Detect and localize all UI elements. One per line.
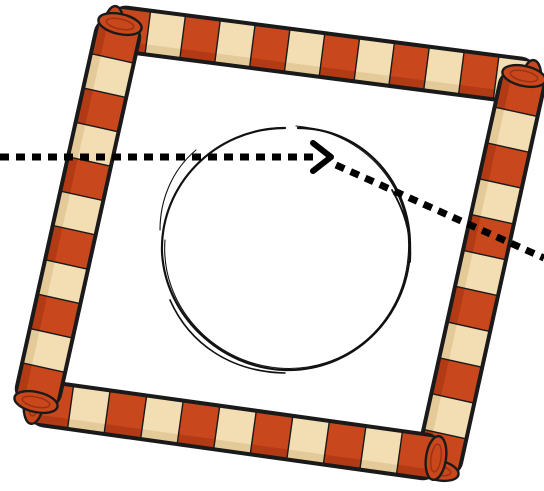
right-log	[411, 61, 544, 485]
top-log	[100, 3, 544, 107]
bottom-log	[21, 377, 449, 483]
hand-drawn-circle-icon	[160, 126, 410, 373]
chevron-right-icon	[313, 143, 331, 171]
striped-log-frame-icon	[10, 3, 544, 485]
left-log	[10, 9, 145, 417]
